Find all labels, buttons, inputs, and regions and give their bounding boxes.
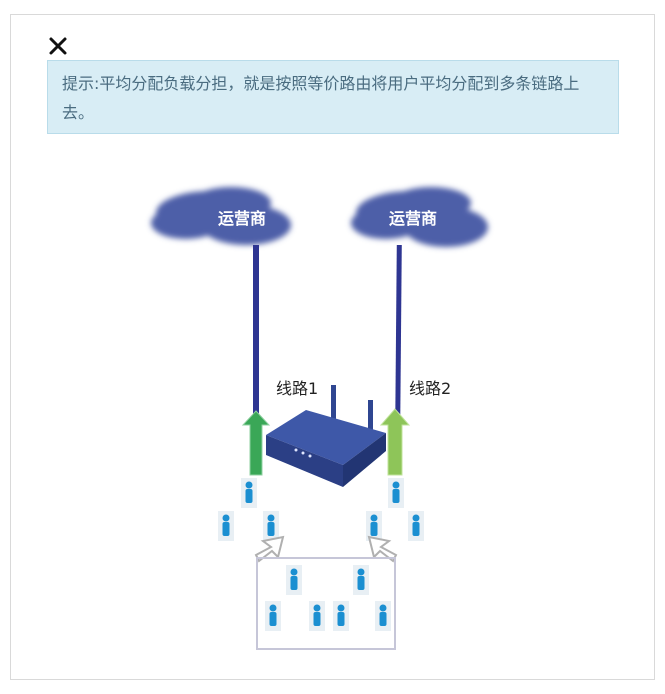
user-group-top-right	[366, 478, 424, 541]
diagram-graphic	[151, 187, 488, 650]
isp-label-left: 运营商	[218, 209, 267, 228]
close-button[interactable]	[47, 35, 69, 57]
cable-line-2	[395, 244, 402, 426]
close-icon	[49, 37, 67, 55]
dialog: 提示:平均分配负载分担，就是按照等价路由将用户平均分配到多条链路上去。	[10, 14, 655, 680]
router-antenna	[368, 400, 373, 434]
user-group-bottom	[265, 565, 391, 631]
isp-cloud-right	[351, 187, 488, 247]
isp-cloud-left	[151, 187, 291, 245]
load-balancing-diagram: 运营商 运营商 线路1 线路2	[131, 175, 571, 655]
user-pool-box	[256, 557, 396, 650]
user-group-top-left	[218, 478, 279, 541]
line2-label: 线路2	[409, 379, 452, 398]
router-antenna	[331, 385, 336, 421]
isp-label-right: 运营商	[389, 209, 438, 228]
hint-text: 提示:平均分配负载分担，就是按照等价路由将用户平均分配到多条链路上去。	[62, 74, 580, 122]
cable-line-1	[253, 245, 259, 425]
split-arrows	[254, 535, 398, 563]
router	[266, 410, 386, 487]
arrow-up-right	[379, 408, 411, 476]
arrow-up-left	[241, 410, 271, 476]
line1-label: 线路1	[276, 379, 319, 398]
hint-box: 提示:平均分配负载分担，就是按照等价路由将用户平均分配到多条链路上去。	[47, 60, 619, 134]
